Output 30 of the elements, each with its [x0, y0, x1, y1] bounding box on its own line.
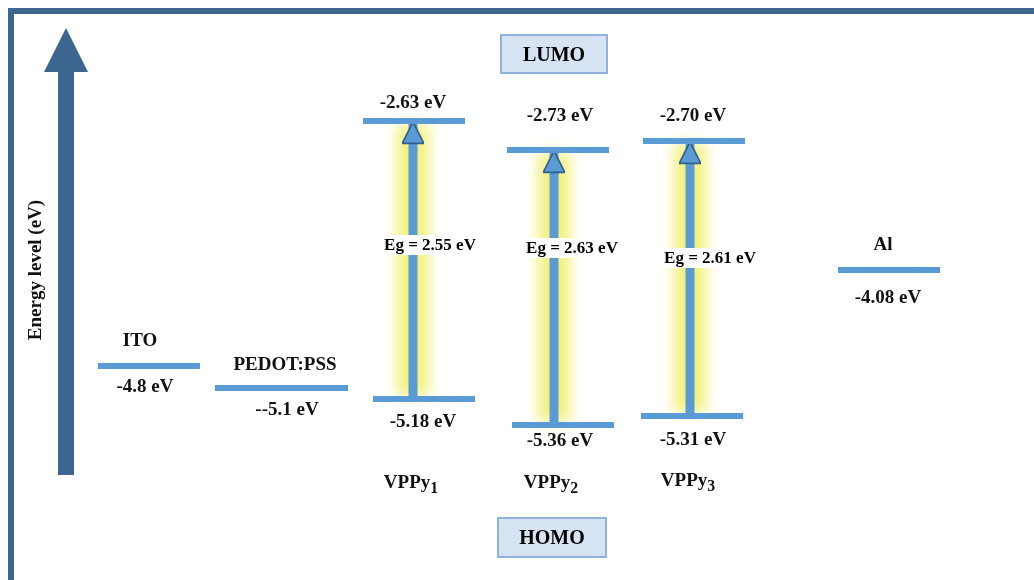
energy-value-label: -4.08 eV	[854, 286, 922, 308]
molecule-label: VPPy$_{2}$	[523, 471, 579, 497]
energy-level-bar	[838, 267, 940, 273]
energy-value-label: --5.1 eV	[255, 398, 319, 420]
energy-level-bar	[512, 422, 614, 428]
energy-value-label: Al	[873, 233, 893, 255]
energy-level-bar	[363, 118, 465, 124]
energy-value-label: -5.31 eV	[659, 428, 727, 450]
molecule-label: VPPy$_{1}$	[383, 471, 439, 497]
energy-value-label: -5.36 eV	[526, 429, 594, 451]
edge-label: Eg = 2.61 eV	[662, 248, 758, 268]
level-label-box: HOMO	[497, 517, 607, 558]
energy-level-bar	[98, 363, 200, 369]
level-label-box: LUMO	[500, 34, 608, 74]
energy-level-bar	[641, 413, 743, 419]
energy-value-label: -2.73 eV	[526, 104, 594, 126]
energy-value-label: -2.70 eV	[659, 104, 727, 126]
energy-value-label: -2.63 eV	[379, 91, 447, 113]
edge-label: Eg = 2.55 eV	[382, 235, 478, 255]
axis-label: Energy level (eV)	[24, 199, 46, 341]
energy-value-label: -4.8 eV	[116, 375, 174, 397]
energy-level-bar	[215, 385, 348, 391]
energy-value-label: PEDOT:PSS	[233, 353, 337, 375]
energy-level-bar	[643, 138, 745, 144]
edge-label: Eg = 2.63 eV	[524, 238, 620, 258]
energy-value-label: ITO	[122, 329, 158, 351]
energy-level-bar	[507, 147, 609, 153]
molecule-label: VPPy$_{3}$	[660, 469, 716, 495]
energy-value-label: -5.18 eV	[389, 410, 457, 432]
energy-level-bar	[373, 396, 475, 402]
